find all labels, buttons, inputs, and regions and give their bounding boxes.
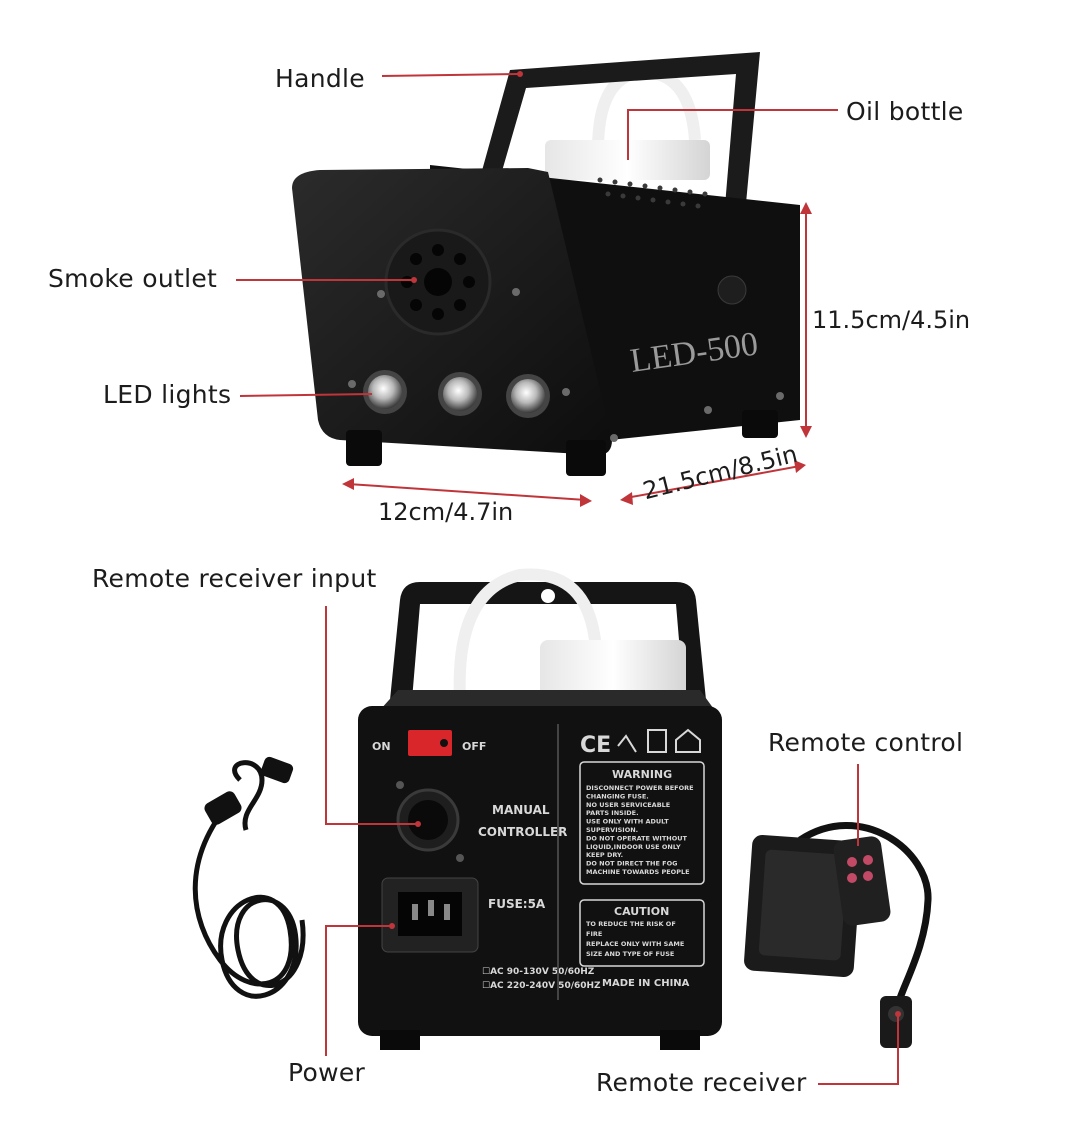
svg-text:CAUTION: CAUTION	[614, 905, 669, 918]
fog-machine-back: ON OFF MANUAL CONTROLLER FUSE:5A ☐AC 90-…	[358, 568, 722, 1050]
svg-text:MANUAL: MANUAL	[492, 803, 550, 817]
power-cord	[192, 760, 306, 999]
warning-text-line: DISCONNECT POWER BEFORE	[586, 784, 694, 792]
svg-text:ON: ON	[372, 740, 391, 753]
svg-text:☐AC 90-130V 50/60HZ: ☐AC 90-130V 50/60HZ	[482, 967, 595, 977]
warning-text-line: KEEP DRY.	[586, 851, 623, 859]
label-power: Power	[288, 1058, 366, 1087]
warning-text-line: DO NOT OPERATE WITHOUT	[586, 834, 688, 842]
remote-receiver	[744, 821, 932, 1048]
label-smoke-outlet: Smoke outlet	[48, 264, 218, 293]
label-handle: Handle	[275, 64, 365, 93]
warning-text-line: LIQUID,INDOOR USE ONLY	[586, 843, 681, 851]
caution-text-line: REPLACE ONLY WITH SAME	[586, 940, 684, 948]
svg-text:OFF: OFF	[462, 740, 486, 753]
warning-text-line: MACHINE TOWARDS PEOPLE	[586, 868, 690, 876]
dimension-width: 12cm/4.7in	[378, 498, 514, 526]
label-led-lights: LED lights	[103, 380, 232, 409]
callout-lines-top	[236, 73, 838, 397]
svg-text:FUSE:5A: FUSE:5A	[488, 897, 546, 911]
caution-text-line: FIRE	[586, 930, 602, 938]
svg-text:CONTROLLER: CONTROLLER	[478, 825, 567, 839]
warning-text-line: CHANGING FUSE.	[586, 792, 649, 800]
callout-lines-bottom	[325, 606, 899, 1085]
dimension-height: 11.5cm/4.5in	[812, 306, 971, 334]
power-switch[interactable]	[408, 730, 452, 756]
label-oil-bottle: Oil bottle	[846, 97, 964, 126]
label-remote-control: Remote control	[768, 728, 964, 757]
warning-text-line: USE ONLY WITH ADULT	[586, 818, 669, 826]
dimension-arrows	[347, 208, 807, 501]
led-lights	[363, 370, 550, 418]
svg-text:WARNING: WARNING	[612, 768, 672, 781]
svg-text:MADE IN CHINA: MADE IN CHINA	[602, 978, 690, 989]
smoke-outlet	[384, 228, 492, 336]
warning-text-line: PARTS INSIDE.	[586, 809, 639, 817]
label-remote-receiver-input: Remote receiver input	[92, 564, 377, 593]
caution-text-line: TO REDUCE THE RISK OF	[586, 920, 676, 928]
svg-text:☐AC 220-240V 50/60HZ: ☐AC 220-240V 50/60HZ	[482, 981, 601, 991]
warning-text-line: DO NOT DIRECT THE FOG	[586, 860, 677, 868]
label-remote-receiver: Remote receiver	[596, 1068, 807, 1097]
remote-control[interactable]	[832, 835, 892, 927]
fog-machine-front: LED-500	[292, 52, 800, 476]
warning-text-line: SUPERVISION.	[586, 826, 638, 834]
caution-text-line: SIZE AND TYPE OF FUSE	[586, 950, 674, 958]
warning-text-line: NO USER SERVICEABLE	[586, 801, 670, 809]
svg-text:CE: CE	[580, 733, 611, 758]
